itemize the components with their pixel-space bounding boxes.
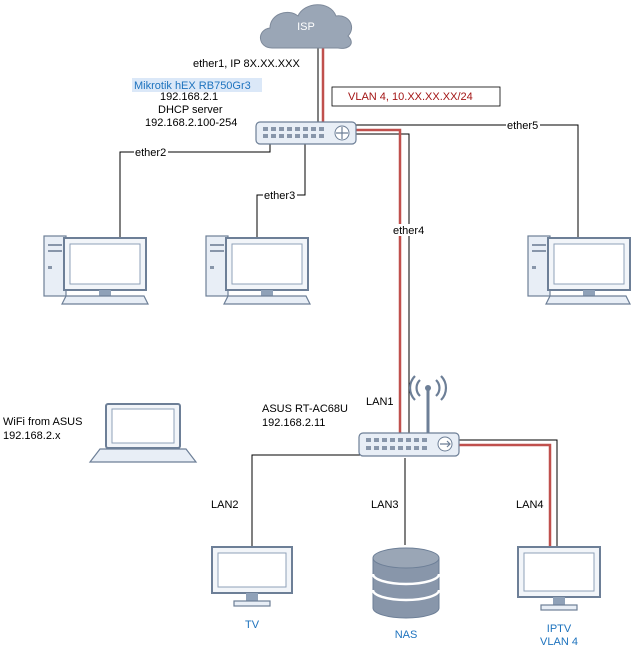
lan2-label: LAN2 [211,499,239,511]
mikrotik-wan-label: ether1, IP 8X.XX.XXX [193,58,300,70]
isp-label: ISP [297,21,315,33]
ether2-label: ether2 [135,147,166,159]
tv-label: TV [245,619,260,631]
ether4-label: ether4 [393,225,424,237]
wifi-label-line1: WiFi from ASUS [3,416,82,428]
wire-ether2 [119,143,271,237]
nas-database-icon [371,547,441,619]
mikrotik-model-highlight [132,78,262,92]
mikrotik-dhcp-range-label: 192.168.2.100-254 [145,117,237,129]
ether2-label-group: ether2 [134,146,168,159]
ether4-label-group: ether4 [392,224,426,237]
wire-lan4 [458,439,558,547]
asus-ip-label: 192.168.2.11 [262,417,325,429]
desktop-pc-1-icon [43,235,149,305]
mikrotik-ip-label: 192.168.2.1 [160,91,218,103]
desktop-pc-2-icon [205,235,311,305]
vlan-label-box [331,86,501,107]
lan3-label: LAN3 [371,499,399,511]
lan4-label: LAN4 [516,499,544,511]
wires [119,48,579,547]
mikrotik-model-label: Mikrotik hEX RB750Gr3 [134,80,251,92]
desktop-pc-3-icon [527,235,631,305]
wire-lan2 [251,454,362,547]
iptv-monitor-icon [517,546,601,611]
iptv-label-line2: VLAN 4 [540,636,578,647]
wire-ether4-vlan [355,128,402,433]
laptop-icon [88,403,198,463]
iptv-label-line1: IPTV [547,623,572,635]
mikrotik-role-label: DHCP server [158,104,223,116]
mikrotik-router-icon [255,121,357,145]
isp-cloud-icon: ISP [260,4,352,49]
wire-ether4 [355,133,410,433]
ether5-label: ether5 [507,120,538,132]
wifi-label-line2: 192.168.2.x [3,430,61,442]
asus-model-label: ASUS RT-AC68U [262,403,348,415]
ether5-label-group: ether5 [506,119,540,132]
vlan-label: VLAN 4, 10.XX.XX.XX/24 [348,91,473,103]
lan1-label: LAN1 [366,396,394,408]
wire-ether5 [355,124,579,237]
wire-lan4-vlan [458,443,552,547]
ether3-label: ether3 [264,190,295,202]
tv-monitor-icon [211,546,293,607]
wifi-antenna-icon [408,375,448,433]
ether3-label-group: ether3 [263,189,297,202]
nas-label: NAS [395,629,418,641]
asus-router-icon [358,432,460,457]
